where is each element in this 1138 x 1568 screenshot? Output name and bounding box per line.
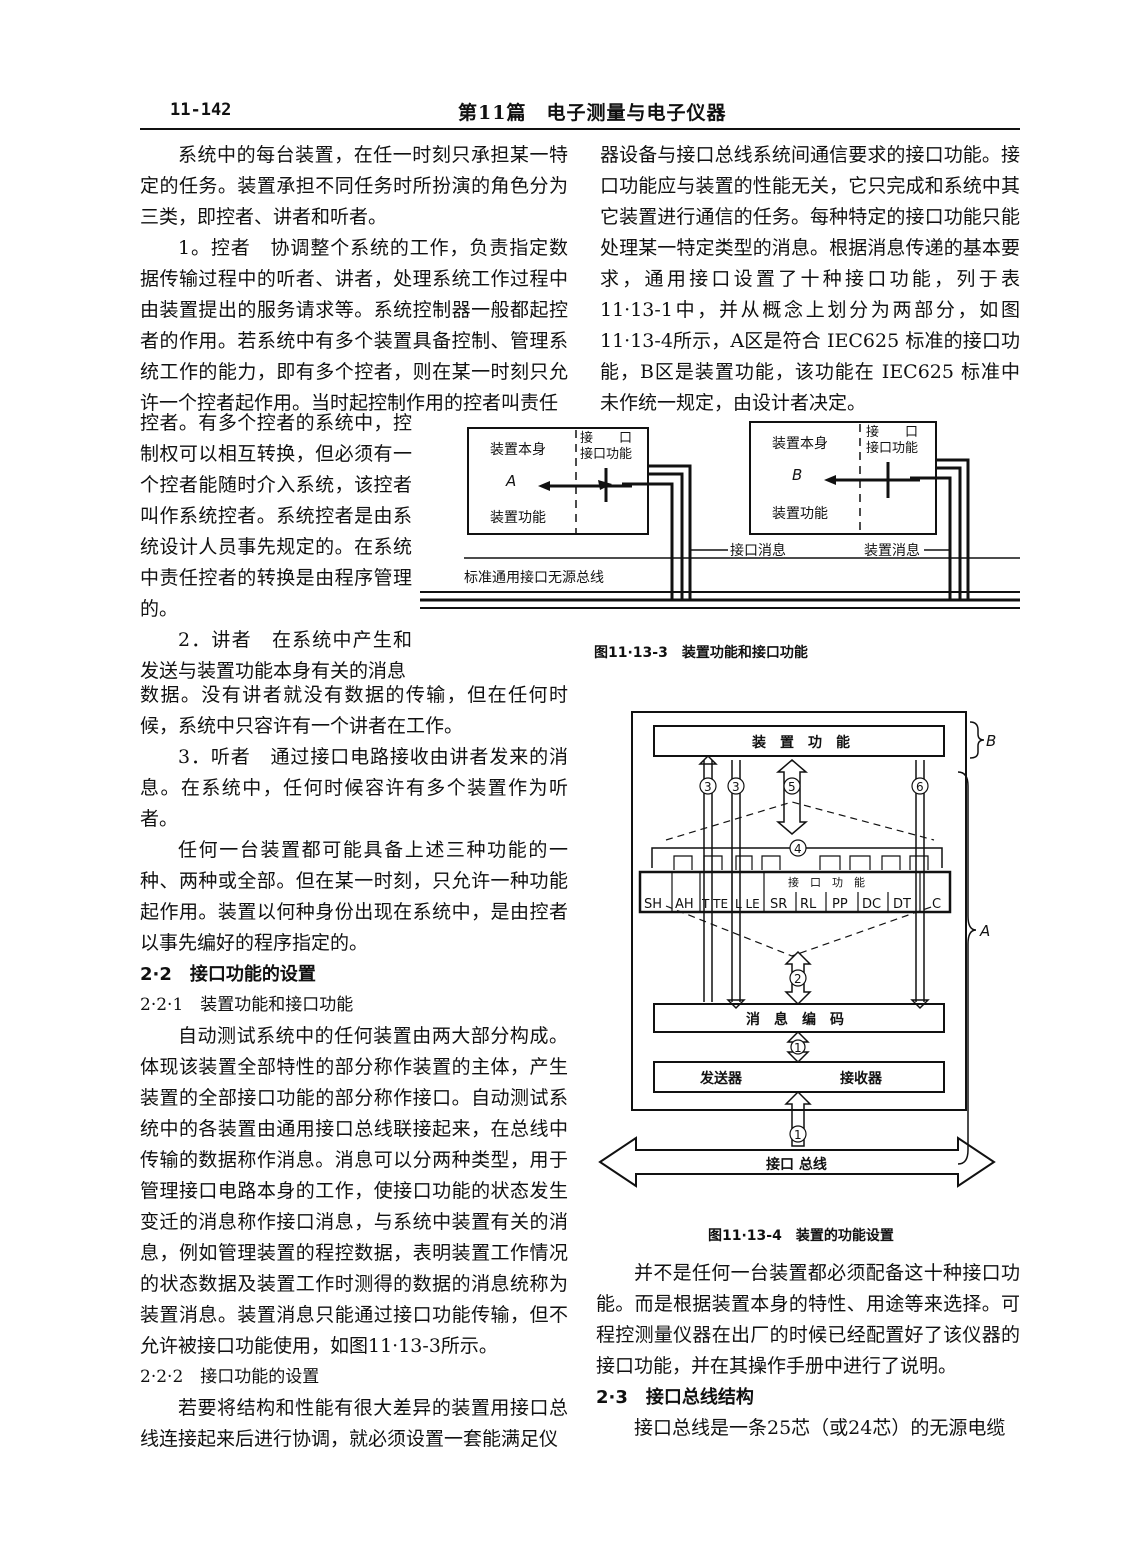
right-paragraph-1: 器设备与接口总线系统间通信要求的接口功能。接口功能应与装置的性能无关，它只完成和… bbox=[600, 144, 1020, 414]
device-a-box bbox=[467, 427, 649, 535]
fig4-func-7: DC bbox=[862, 897, 881, 912]
fig4-func-4: SR bbox=[770, 897, 787, 912]
fig4-num-1-upper: 1 bbox=[794, 1041, 802, 1055]
right-column-upper: 器设备与接口总线系统间通信要求的接口功能。接口功能应与装置的性能无关，它只完成和… bbox=[600, 140, 1020, 419]
device-a-iface-1: 接 口 bbox=[580, 430, 632, 446]
figure-11-13-3-caption: 图11·13-3 装置功能和接口功能 bbox=[594, 645, 808, 661]
right-paragraph-bus: 接口总线是一条25芯（或24芯）的无源电缆 bbox=[634, 1417, 1006, 1439]
section-heading-2-2: 2·2 接口功能的设置 bbox=[140, 964, 316, 985]
fig4-bracket-b bbox=[969, 721, 985, 759]
page-header: 11-142 第11篇 电子测量与电子仪器 bbox=[140, 94, 1020, 130]
fig4-func-8: DT bbox=[893, 897, 911, 912]
fig4-num-1-lower: 1 bbox=[794, 1128, 802, 1142]
left-paragraph-listener: 3．听者 通过接口电路接收由讲者发来的消息。在系统中，任何时候容许有多个装置作为… bbox=[140, 746, 568, 830]
fig4-arrowhead-3a bbox=[698, 754, 718, 765]
fig4-func-6: PP bbox=[832, 897, 848, 912]
left-column-narrow: 控者。有多个控者的系统中，控制权可以相互转换，但必须有一个控者能随时介入系统，该… bbox=[140, 408, 412, 687]
fig4-func-0: SH bbox=[644, 897, 662, 912]
fig4-distribution-ticks bbox=[673, 855, 929, 870]
fig4-receiver: 接收器 bbox=[840, 1070, 883, 1087]
device-b-top: 装置本身 bbox=[772, 436, 828, 452]
left-paragraph-device-function: 自动测试系统中的任何装置由两大部分构成。体现该装置全部特性的部分称作装置的主体，… bbox=[140, 1025, 568, 1357]
fig4-device-function-box bbox=[653, 725, 945, 757]
wire-b-device-2 bbox=[936, 458, 970, 600]
right-column-lower: 并不是任何一台装置都必须配备这十种接口功能。而是根据装置本身的特性、用途等来选择… bbox=[596, 1258, 1020, 1444]
fig4-num-4: 4 bbox=[794, 842, 802, 856]
device-b-iface-2: 接口功能 bbox=[866, 440, 918, 456]
fig4-bus-arrow bbox=[598, 1136, 996, 1188]
fig4-outer-box bbox=[631, 711, 967, 1111]
fig4-func-3: L LE bbox=[735, 897, 760, 911]
fig4-num-2: 2 bbox=[794, 972, 802, 986]
page-title: 第11篇 电子测量与电子仪器 bbox=[458, 102, 727, 124]
device-b-arrowhead bbox=[824, 475, 836, 485]
device-a-iface-2: 接口功能 bbox=[580, 446, 632, 462]
section-heading-2-2-1: 2·2·1 装置功能和接口功能 bbox=[140, 995, 354, 1015]
device-a-top: 装置本身 bbox=[490, 442, 546, 458]
left-paragraph-controller: 1。控者 协调整个系统的工作，负责指定数据传输过程中的听者、讲者，处理系统工作过… bbox=[140, 237, 568, 414]
fig4-zone-a: A bbox=[979, 922, 990, 940]
fig4-bus-label: 接口 总线 bbox=[766, 1156, 827, 1173]
fig4-arrow-5 bbox=[775, 759, 809, 835]
fig4-transceiver-box bbox=[653, 1061, 945, 1093]
bus-label: 标准通用接口无源总线 bbox=[464, 569, 604, 586]
right-paragraph-selection: 并不是任何一台装置都必须配备这十种接口功能。而是根据装置本身的特性、用途等来选择… bbox=[596, 1262, 1020, 1377]
fig4-bracket-a bbox=[957, 771, 977, 1165]
device-a-letter: A bbox=[505, 472, 516, 490]
section-heading-2-2-2: 2·2·2 接口功能的设置 bbox=[140, 1367, 320, 1387]
fig4-func-5: RL bbox=[800, 897, 817, 912]
device-a-bottom: 装置功能 bbox=[490, 510, 546, 526]
wire-a-device-2 bbox=[648, 464, 692, 600]
fig4-dash-lower bbox=[665, 905, 935, 957]
figure-11-13-3: 装置本身 A 装置功能 接 口 接口功能 装置本身 B 装置功能 接 口 接口功… bbox=[420, 421, 1020, 609]
fig4-num-3a: 3 bbox=[704, 780, 712, 794]
fig4-device-function: 装 置 功 能 bbox=[751, 734, 850, 751]
left-column-upper: 系统中的每台装置，在任一时刻只承担某一特定的任务。装置承担不同任务时所扮演的角色… bbox=[140, 140, 568, 419]
device-b-bottom: 装置功能 bbox=[772, 506, 828, 522]
fig4-num-6: 6 bbox=[916, 780, 924, 794]
device-b-iface-1: 接 口 bbox=[866, 424, 918, 440]
device-a-iface-arrowhead bbox=[598, 480, 612, 490]
fig4-num-3b: 3 bbox=[732, 780, 740, 794]
left-paragraph-talker-b: 数据。没有讲者就没有数据的传输，但在任何时候，系统中只容许有一个讲者在工作。 bbox=[140, 684, 568, 737]
fig4-zone-b: B bbox=[986, 732, 996, 750]
wire-a-device-1 bbox=[648, 472, 684, 600]
figure-11-13-4: 装 置 功 能 B A 3 3 5 6 4 接 口 功 能 SH AH T bbox=[598, 711, 996, 1188]
left-paragraph-setup: 若要将结构和性能有很大差异的装置用接口总线连接起来后进行协调，就必须设置一套能满… bbox=[140, 1397, 568, 1450]
fig4-func-2: T TE bbox=[701, 897, 728, 911]
fig4-dash-upper bbox=[665, 801, 935, 841]
left-paragraph-1: 系统中的每台装置，在任一时刻只承担某一特定的任务。装置承担不同任务时所扮演的角色… bbox=[140, 144, 568, 228]
fig4-function-row bbox=[638, 870, 952, 914]
wire-b-device-1 bbox=[936, 466, 962, 600]
device-a-arrowhead bbox=[538, 481, 550, 491]
left-column-lower: 数据。没有讲者就没有数据的传输，但在任何时候，系统中只容许有一个讲者在工作。 3… bbox=[140, 680, 568, 1455]
left-paragraph-roles: 任何一台装置都可能具备上述三种功能的一种、两种或全部。但在某一时刻，只允许一种功… bbox=[140, 839, 568, 954]
fig4-arrow-1-lower bbox=[784, 1090, 812, 1147]
device-b-letter: B bbox=[792, 466, 802, 484]
figure-11-13-4-caption: 图11·13-4 装置的功能设置 bbox=[708, 1228, 894, 1244]
fig4-func-1: AH bbox=[675, 897, 694, 912]
left-paragraph-talker-a: 2．讲者 在系统中产生和发送与装置功能本身有关的消息 bbox=[140, 629, 412, 682]
fig4-function-cells bbox=[671, 872, 921, 912]
wire-a-iface bbox=[622, 482, 674, 600]
wire-b-iface bbox=[910, 476, 952, 600]
fig4-num-5: 5 bbox=[788, 780, 796, 794]
fig4-transmitter: 发送器 bbox=[699, 1070, 743, 1087]
label-device-message: 装置消息 bbox=[864, 542, 920, 559]
fig4-func-9: C bbox=[932, 897, 941, 912]
left-paragraph-controller-cont: 控者。有多个控者的系统中，控制权可以相互转换，但必须有一个控者能随时介入系统，该… bbox=[140, 412, 412, 620]
page-number: 11-142 bbox=[170, 100, 232, 120]
fig4-iface-funcs-label: 接 口 功 能 bbox=[788, 875, 865, 889]
fig4-message-encoding: 消 息 编 码 bbox=[746, 1011, 844, 1028]
section-heading-2-3: 2·3 接口总线结构 bbox=[596, 1387, 754, 1408]
label-interface-message: 接口消息 bbox=[730, 542, 786, 559]
